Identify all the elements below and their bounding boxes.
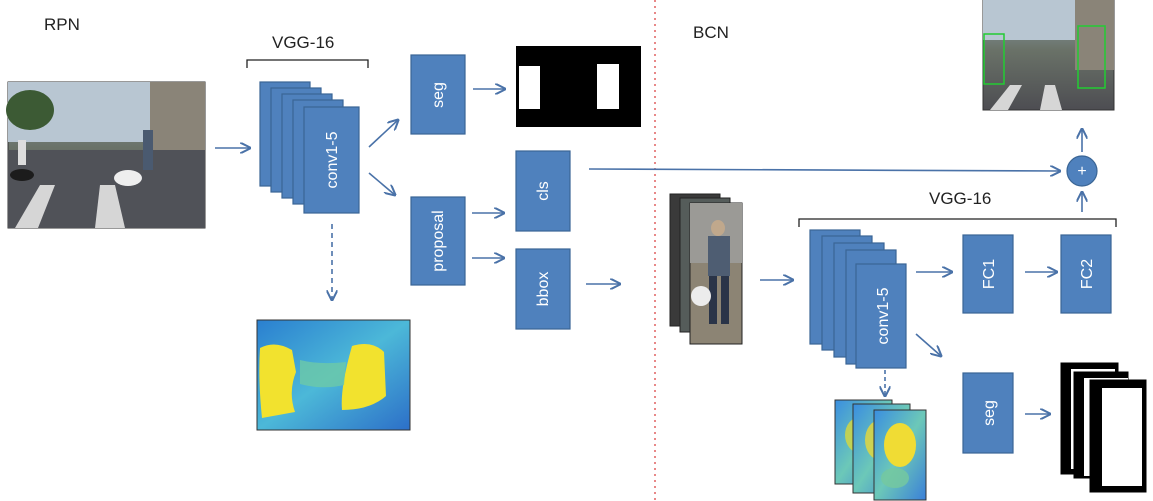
input-street-image: [6, 81, 206, 229]
fusion-plus-node: +: [1066, 155, 1098, 187]
svg-text:+: +: [1077, 163, 1086, 180]
detection-box-left: [983, 33, 1005, 85]
segmentation-masks-bottom: [1060, 362, 1147, 493]
vgg-right-label: VGG-16: [929, 189, 991, 208]
seg-box-bottom: seg: [962, 372, 1014, 454]
arrow-conv-to-seg-bottom: [915, 333, 941, 356]
fc2-box: FC2: [1060, 234, 1112, 314]
arrow-cls-to-plus: [588, 169, 1060, 171]
svg-text:conv1-5: conv1-5: [324, 131, 341, 188]
seg-box-top: seg: [410, 54, 466, 135]
svg-text:bbox: bbox: [535, 272, 552, 307]
arrow-conv-to-seg: [368, 120, 398, 148]
arrow-conv-to-proposal: [368, 172, 395, 195]
svg-text:seg: seg: [430, 82, 447, 108]
conv-stack-right: conv1-5: [809, 229, 907, 369]
fc1-box: FC1: [962, 234, 1014, 314]
cls-box: cls: [515, 150, 571, 232]
output-detection-image: [982, 0, 1115, 111]
svg-text:seg: seg: [981, 400, 998, 426]
svg-text:FC1: FC1: [981, 259, 998, 289]
rpn-title: RPN: [44, 15, 80, 34]
vgg-left-label: VGG-16: [272, 33, 334, 52]
detection-box-right: [1077, 25, 1106, 89]
bbox-box: bbox: [515, 248, 571, 330]
svg-text:proposal: proposal: [430, 210, 447, 271]
svg-text:cls: cls: [535, 181, 552, 201]
proposal-box: proposal: [410, 196, 466, 286]
segmentation-mask-top: [516, 46, 641, 127]
vgg-left-bracket: [246, 59, 369, 68]
bcn-title: BCN: [693, 23, 729, 42]
heatmap-left: [256, 319, 411, 431]
conv-stack-left: conv1-5: [259, 81, 360, 214]
vgg-right-bracket: [798, 218, 1117, 227]
heatmaps-bottom: [834, 399, 927, 501]
svg-text:FC2: FC2: [1079, 259, 1096, 289]
pedestrian-crops: [669, 193, 743, 345]
svg-text:conv1-5: conv1-5: [875, 287, 892, 344]
